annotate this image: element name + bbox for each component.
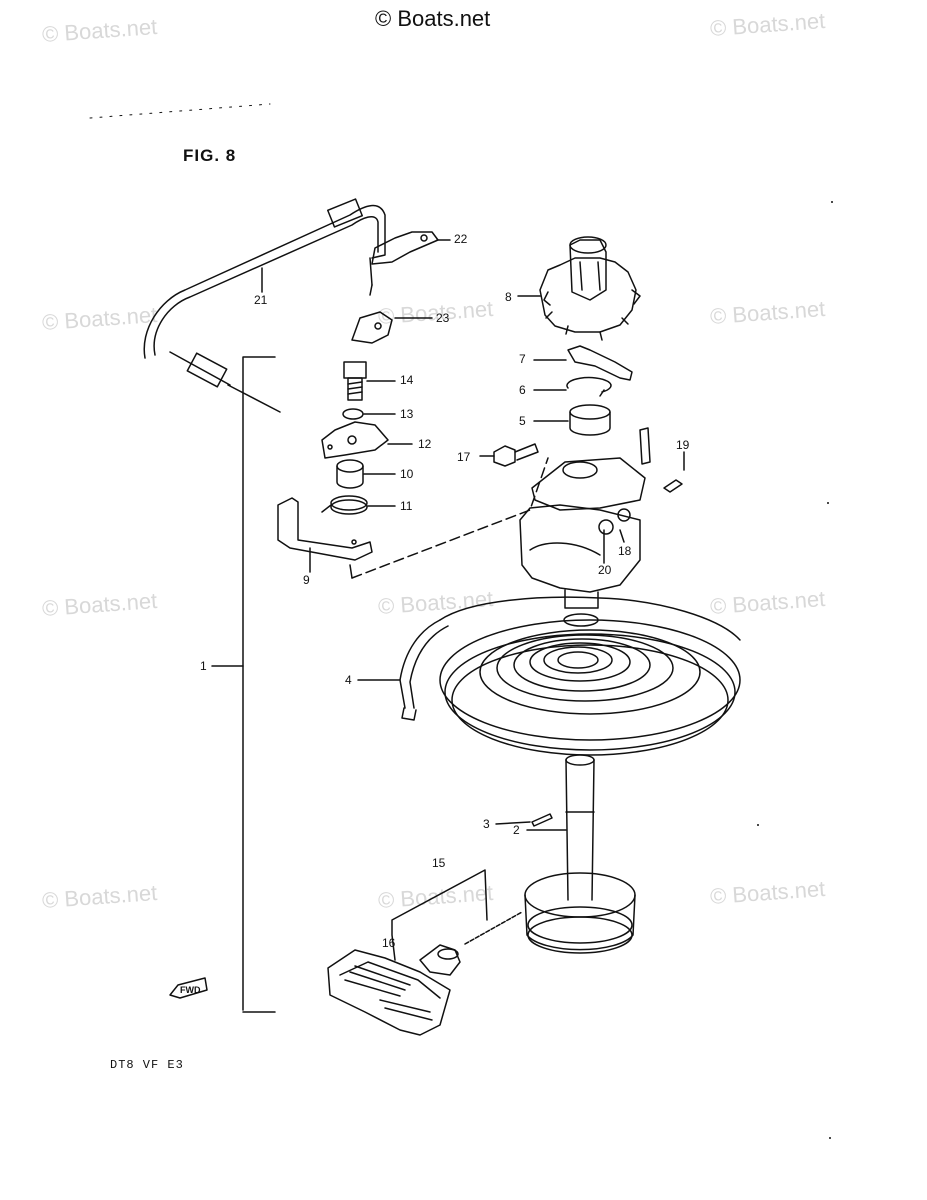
fwd-label: FWD: [180, 985, 201, 995]
diagram-code: DT8 VF E3: [110, 1058, 184, 1072]
callout-label: 23: [436, 311, 450, 325]
callout-label: 17: [457, 450, 471, 464]
handle-part-15: [327, 944, 461, 1036]
callout-label: 21: [254, 293, 268, 307]
bracket-part-9: [277, 497, 373, 561]
figure-title: FIG. 8: [183, 146, 237, 165]
callout-label: 9: [303, 573, 310, 587]
fwd-arrow-icon: [169, 977, 208, 999]
callout-label: 15: [432, 856, 446, 870]
gear-part-8: [539, 236, 641, 341]
callout-label: 22: [454, 232, 468, 246]
bolt-part-17: [493, 443, 539, 467]
callout-label: 18: [618, 544, 632, 558]
callout-label: 13: [400, 407, 414, 421]
bushing-part-5: [569, 404, 611, 436]
plate-part-12: [321, 421, 389, 459]
callout-label: 4: [345, 673, 352, 687]
callout-label: 3: [483, 817, 490, 831]
callout-label: 16: [382, 936, 396, 950]
callout-label: 20: [598, 563, 612, 577]
shaft-part-2: [524, 754, 636, 954]
callout-label: 1: [200, 659, 207, 673]
clip-part-7: [567, 345, 633, 381]
pin-part-3: [531, 813, 553, 827]
starter-cable-part-21: [143, 198, 386, 413]
callout-label: 2: [513, 823, 520, 837]
clamp-part-23: [351, 311, 393, 344]
washer-part-13: [342, 408, 364, 420]
callout-label: 14: [400, 373, 414, 387]
callout-label: 10: [400, 467, 414, 481]
copyright-header: © Boats.net: [375, 6, 491, 31]
callout-label: 19: [676, 438, 690, 452]
recoil-spring-reel: [439, 596, 741, 756]
starter-housing: [519, 457, 646, 627]
collar-part-10: [336, 459, 364, 489]
callout-label: 11: [400, 499, 413, 513]
spring-end-part-4: [399, 619, 449, 721]
pin-part-19: [663, 479, 683, 493]
callout-bracket-15-16: [391, 869, 488, 961]
assembly-bracket-1: [242, 356, 276, 1013]
rope-part-16: [464, 911, 523, 945]
callout-label: 7: [519, 352, 526, 366]
circlip-part-6: [566, 376, 612, 397]
callout-label: 6: [519, 383, 526, 397]
cable-bracket-part-22: [371, 231, 439, 265]
callout-label: 12: [418, 437, 432, 451]
bolt-part-14: [343, 361, 367, 401]
callout-label: 8: [505, 290, 512, 304]
callout-label: 5: [519, 414, 526, 428]
spring-part-11: [321, 495, 368, 515]
